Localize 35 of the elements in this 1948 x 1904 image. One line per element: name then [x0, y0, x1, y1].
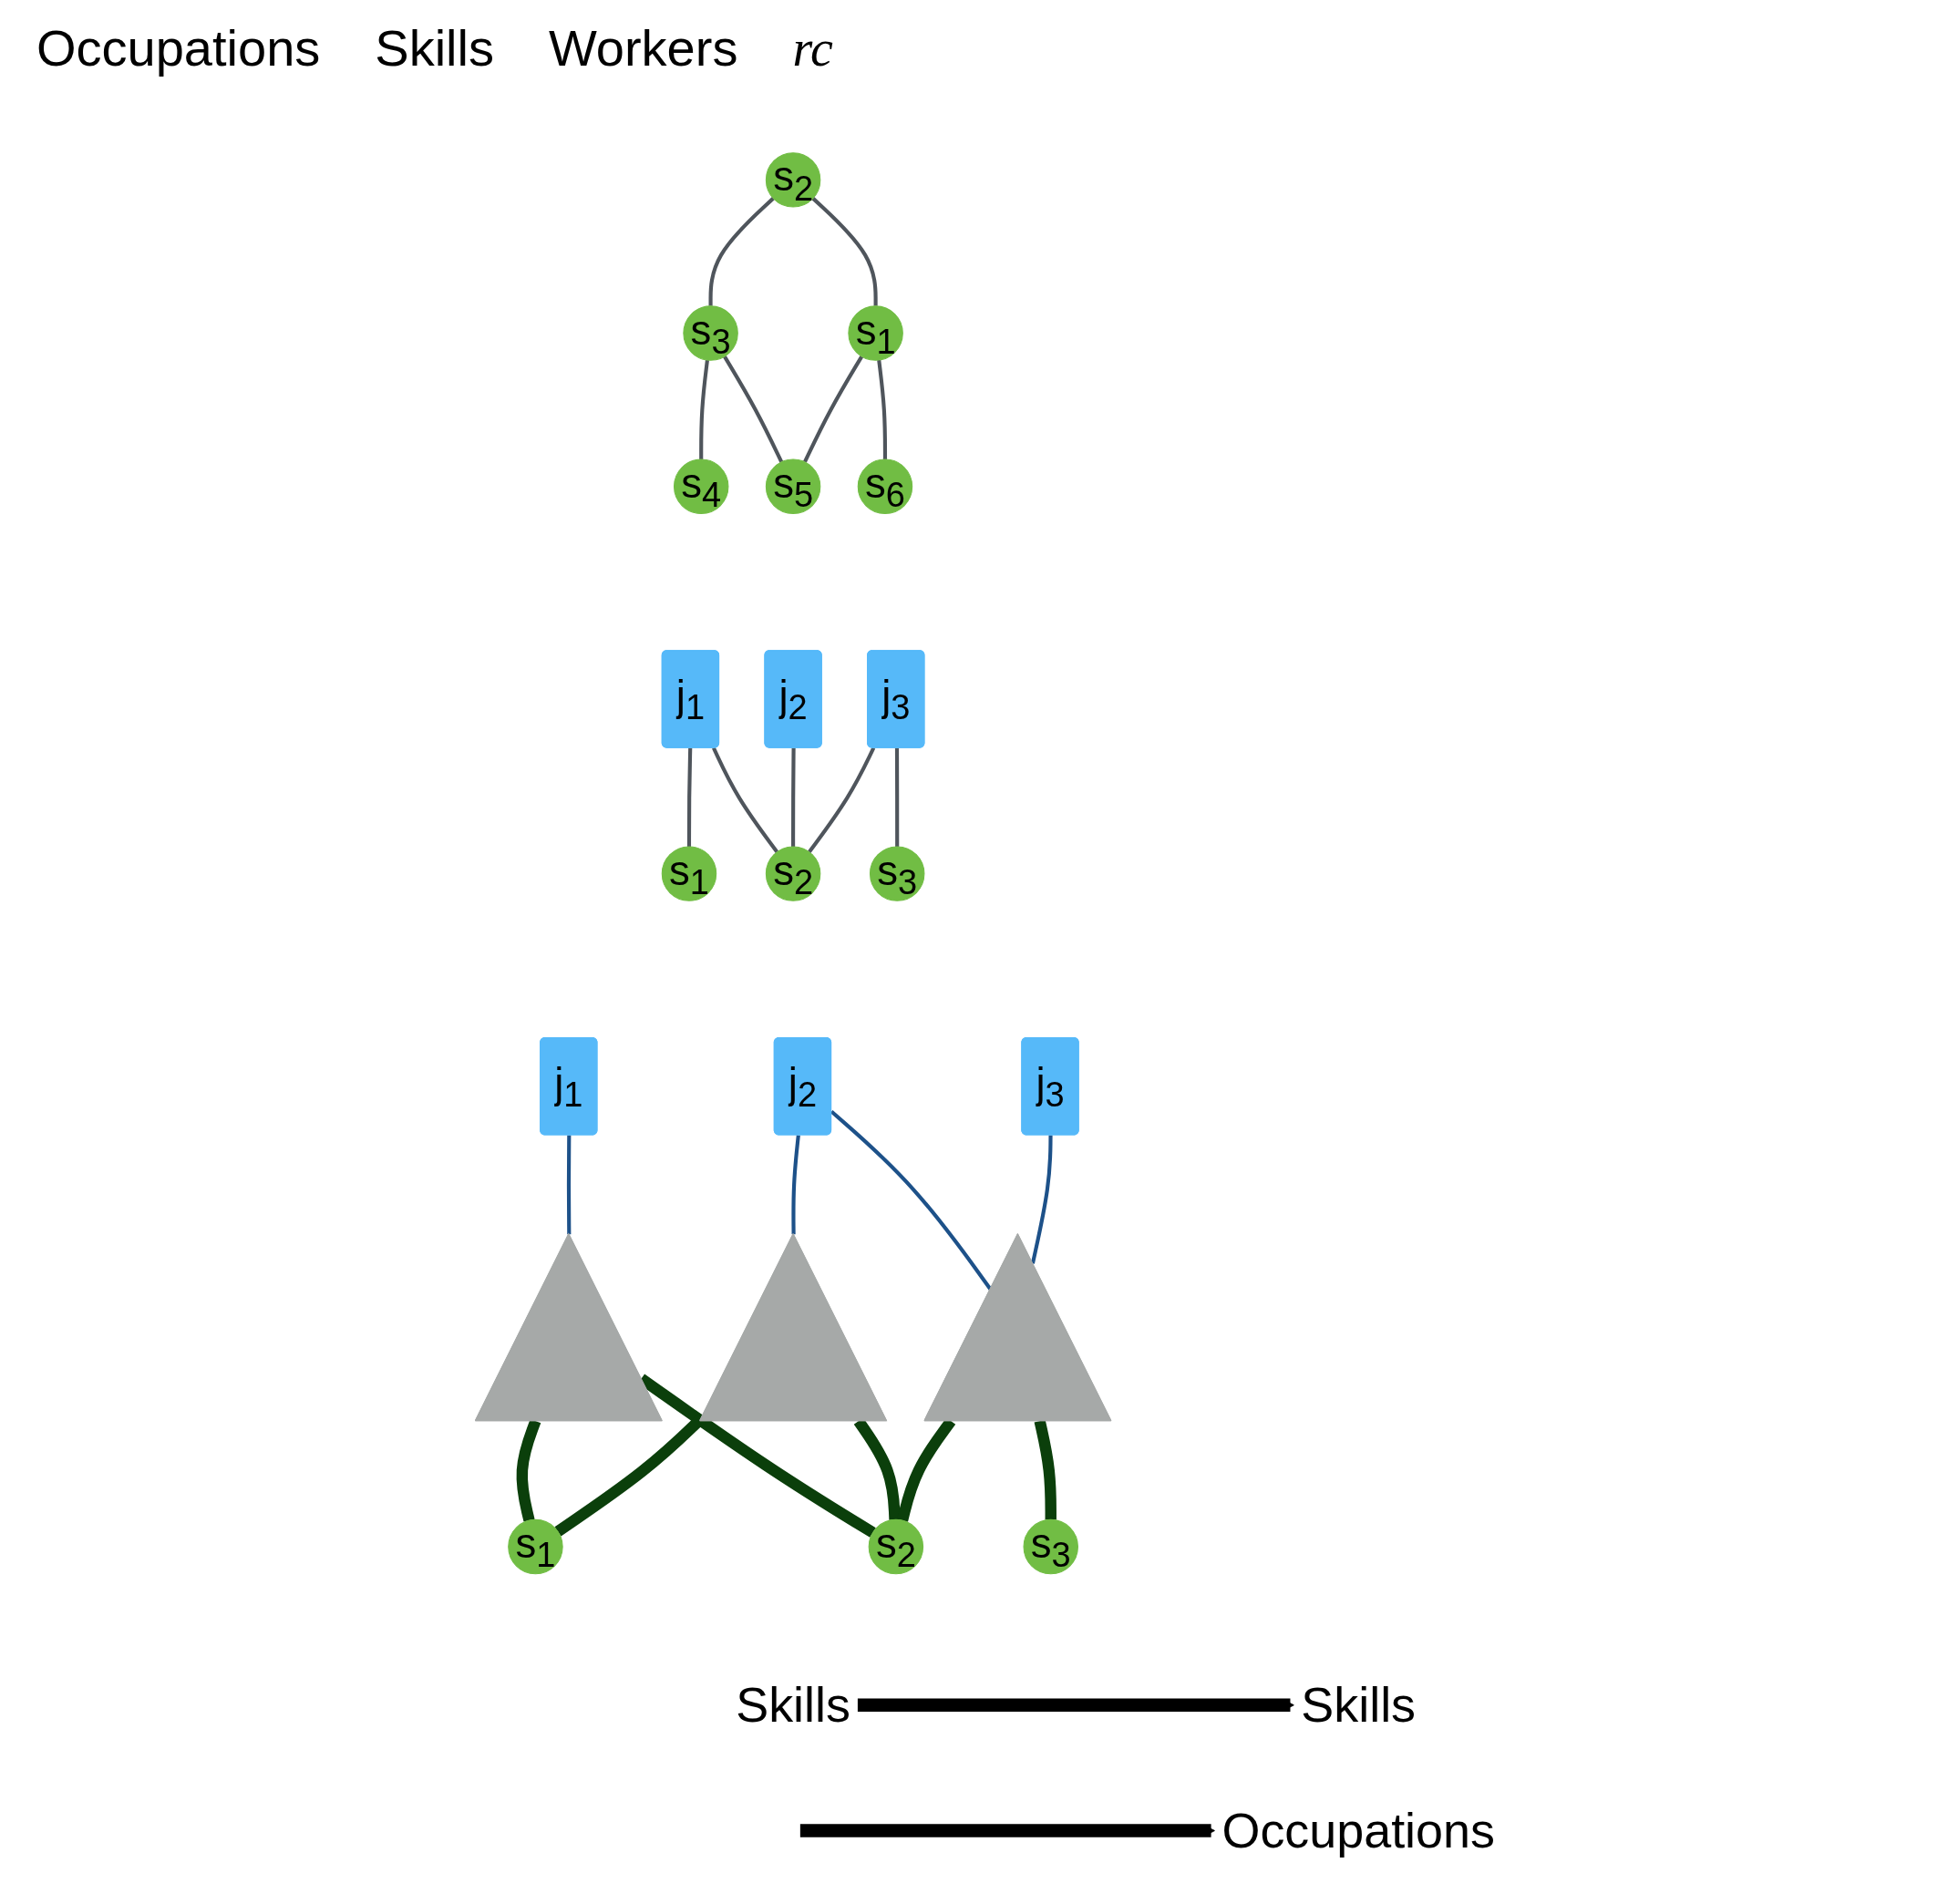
column-heading: Occupations — [36, 18, 321, 77]
connector — [566, 1135, 571, 1235]
node-circle: s$_{3}$ — [869, 846, 924, 901]
connector — [790, 1135, 800, 1235]
connector — [698, 359, 709, 460]
connector — [1030, 1135, 1053, 1264]
node-text: Occupations — [1221, 1803, 1495, 1858]
node-circle: s$_{2}$ — [765, 846, 820, 901]
connector — [894, 747, 899, 847]
node-circle: s$_{1}$ — [847, 305, 903, 361]
column-heading: Workers — [548, 18, 738, 77]
connector — [807, 746, 875, 853]
connector — [876, 359, 887, 460]
connector — [711, 746, 778, 853]
connector — [722, 355, 783, 463]
node-circle: s$_{2}$ — [765, 152, 820, 208]
node-text: Skills — [735, 1677, 850, 1733]
node-circle: s$_{3}$ — [682, 305, 738, 361]
connector — [790, 747, 796, 847]
connector — [802, 355, 863, 463]
node-circle: s$_{5}$ — [765, 458, 820, 514]
node-text: Skills — [1300, 1677, 1416, 1733]
node-circle: s$_{6}$ — [857, 458, 912, 514]
column-heading: Skills — [375, 18, 494, 77]
arrow — [857, 1698, 1294, 1713]
node-circle: s$_{1}$ — [507, 1518, 563, 1575]
connector — [686, 747, 692, 847]
arrow — [799, 1824, 1215, 1837]
connector — [810, 197, 878, 306]
node-circle: s$_{1}$ — [661, 846, 716, 901]
node-circle: s$_{4}$ — [673, 458, 728, 514]
connector — [708, 197, 775, 306]
node-circle: s$_{2}$ — [868, 1518, 923, 1575]
math-text: rc — [792, 19, 833, 77]
node-circle: s$_{3}$ — [1023, 1518, 1078, 1575]
